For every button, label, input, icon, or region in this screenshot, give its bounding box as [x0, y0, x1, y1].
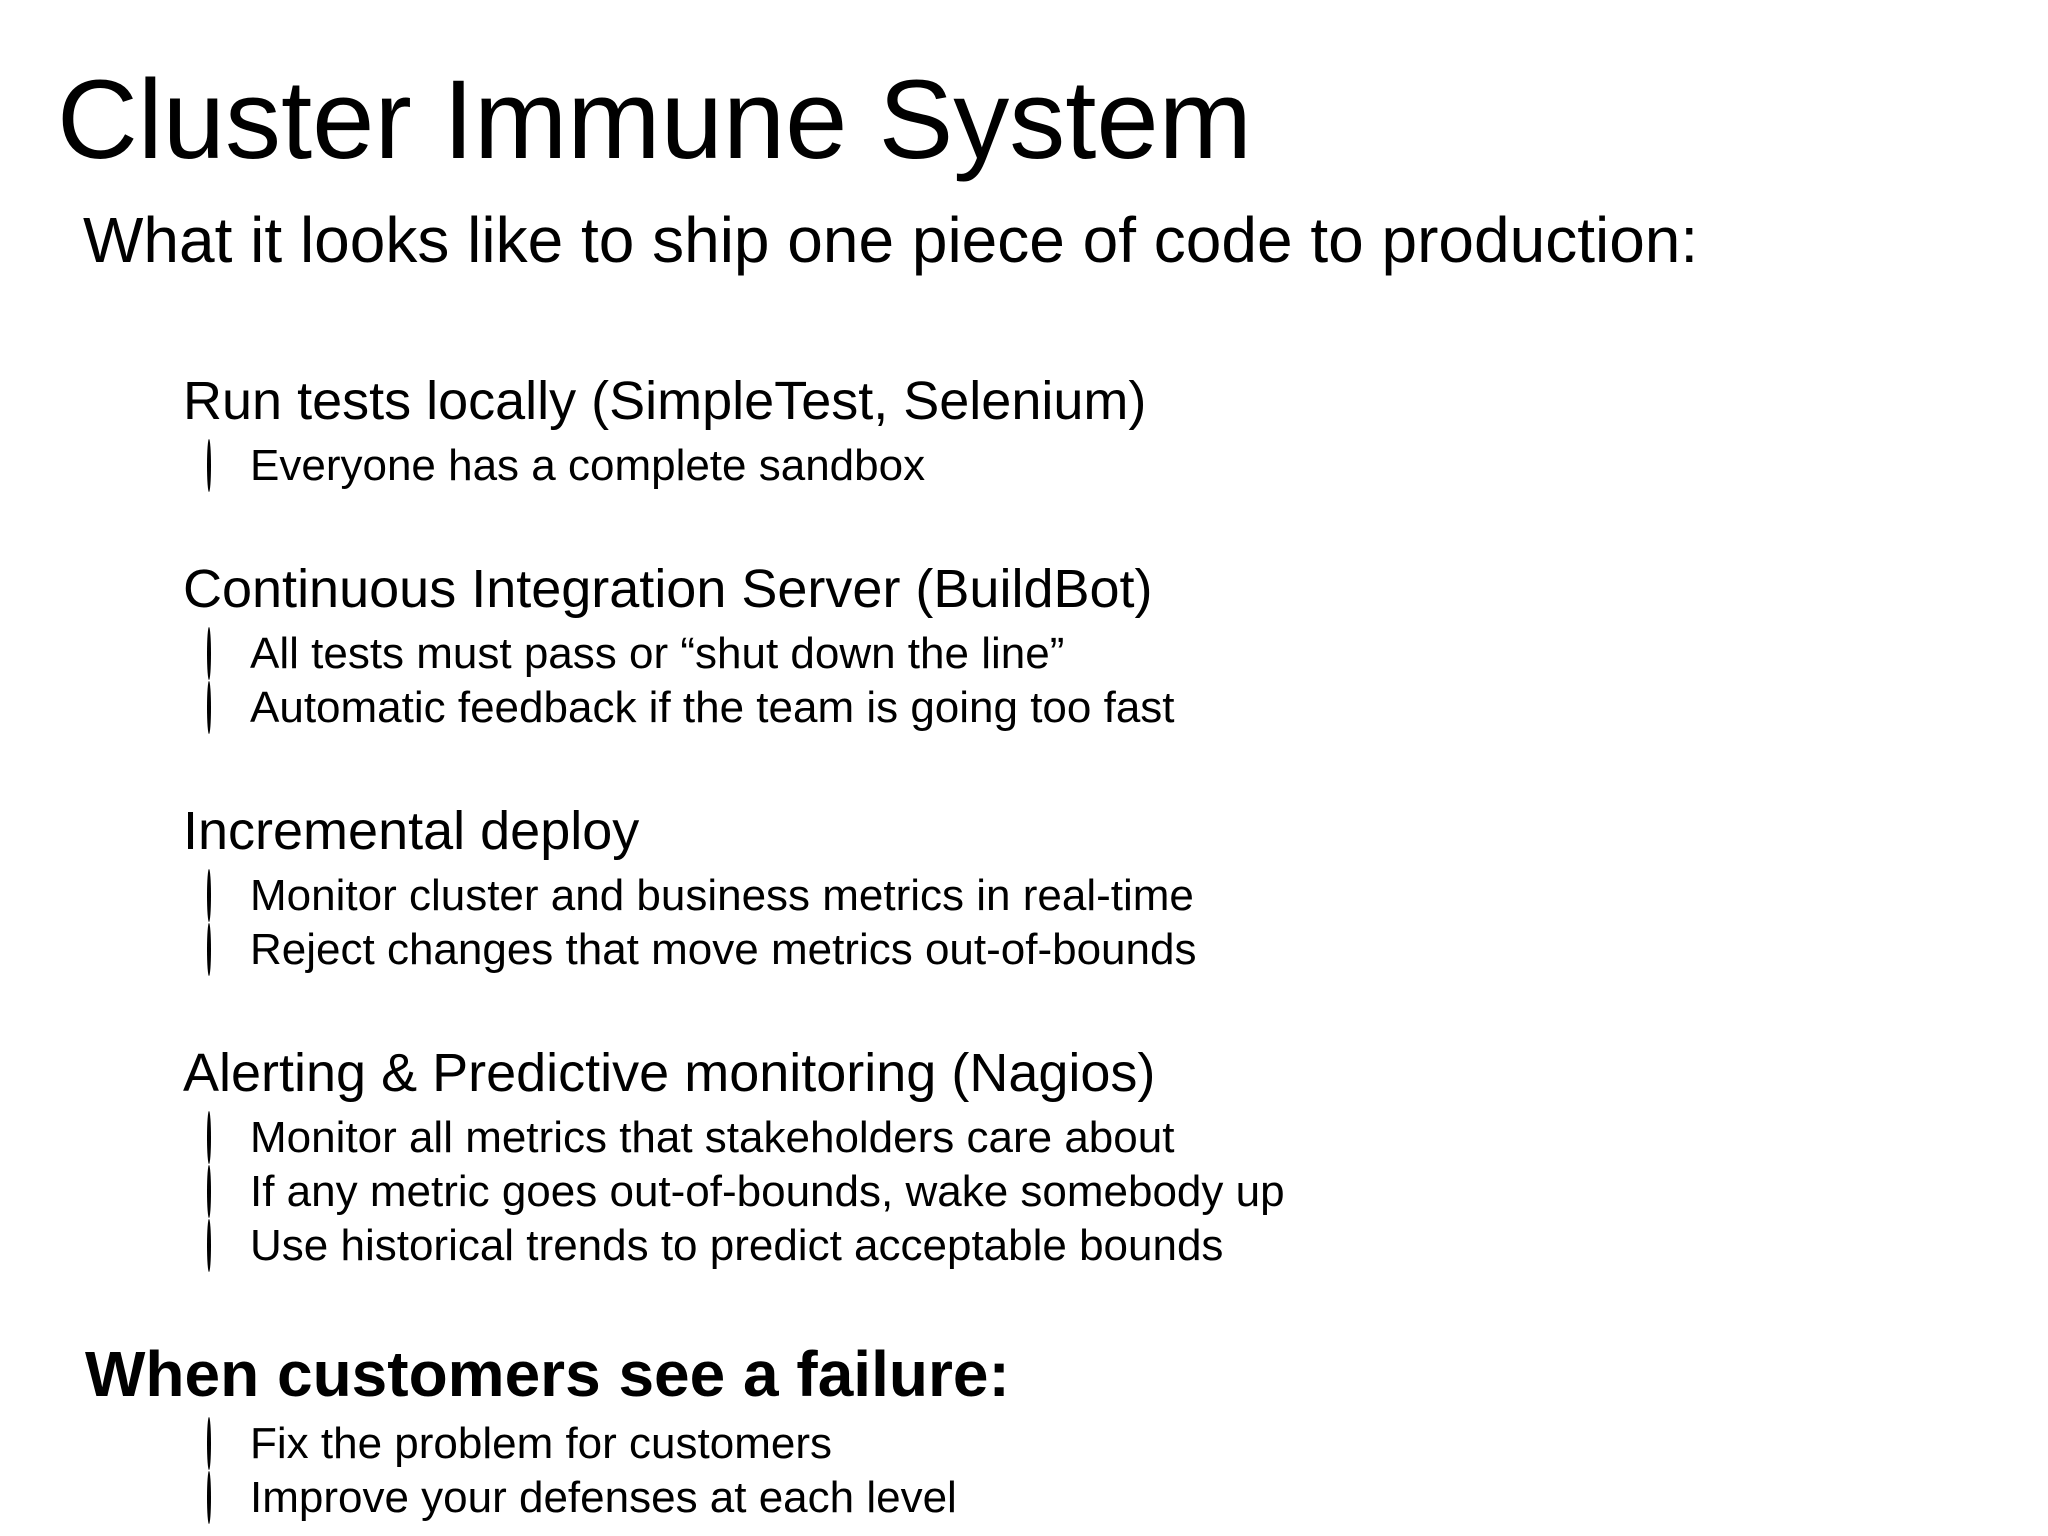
list-item-level2: All tests must pass or “shut down the li… — [0, 627, 2048, 681]
list-item-text: Run tests locally (SimpleTest, Selenium) — [183, 371, 1147, 431]
list-item-level1: Incremental deploy — [0, 799, 2048, 863]
circle-bullet-icon — [207, 1417, 250, 1471]
list-item-text: Monitor all metrics that stakeholders ca… — [250, 1113, 1175, 1162]
bullet-group-run-tests: Run tests locally (SimpleTest, Selenium)… — [0, 369, 2048, 493]
list-item-text: If any metric goes out-of-bounds, wake s… — [250, 1167, 1285, 1216]
circle-bullet-icon — [207, 923, 250, 977]
slide-subtitle: What it looks like to ship one piece of … — [83, 204, 1699, 276]
circle-bullet-icon — [207, 1111, 250, 1165]
list-item-level1: Run tests locally (SimpleTest, Selenium) — [0, 369, 2048, 433]
list-item-text: Alerting & Predictive monitoring (Nagios… — [183, 1043, 1156, 1103]
list-item-text: All tests must pass or “shut down the li… — [250, 629, 1065, 678]
list-item-level2: Automatic feedback if the team is going … — [0, 681, 2048, 735]
list-item-level1: Continuous Integration Server (BuildBot) — [0, 557, 2048, 621]
circle-bullet-icon — [207, 1165, 250, 1219]
footer-heading: When customers see a failure: — [85, 1338, 1010, 1410]
list-item-text: Everyone has a complete sandbox — [250, 441, 926, 490]
list-item-text: Fix the problem for customers — [250, 1419, 832, 1468]
circle-bullet-icon — [207, 1471, 250, 1525]
list-item-level2: Use historical trends to predict accepta… — [0, 1219, 2048, 1273]
slide-title: Cluster Immune System — [57, 57, 1252, 182]
bullet-group-alerting-monitoring: Alerting & Predictive monitoring (Nagios… — [0, 1041, 2048, 1273]
circle-bullet-icon — [207, 439, 250, 493]
list-item-text: Improve your defenses at each level — [250, 1473, 957, 1522]
bullet-group-ci-server: Continuous Integration Server (BuildBot)… — [0, 557, 2048, 735]
list-item-level2: Reject changes that move metrics out-of-… — [0, 923, 2048, 977]
list-item-level2: Everyone has a complete sandbox — [0, 439, 2048, 493]
list-item-text: Reject changes that move metrics out-of-… — [250, 925, 1197, 974]
footer-section: When customers see a failure: Fix the pr… — [0, 1337, 2048, 1525]
list-item-level2: Improve your defenses at each level — [0, 1471, 2048, 1525]
list-item-level2: Monitor cluster and business metrics in … — [0, 869, 2048, 923]
list-item-text: Use historical trends to predict accepta… — [250, 1221, 1224, 1270]
circle-bullet-icon — [207, 869, 250, 923]
circle-bullet-icon — [207, 681, 250, 735]
circle-bullet-icon — [207, 627, 250, 681]
list-item-text: Incremental deploy — [183, 801, 640, 861]
bullet-group-incremental-deploy: Incremental deploy Monitor cluster and b… — [0, 799, 2048, 977]
list-item-level2: Fix the problem for customers — [0, 1417, 2048, 1471]
circle-bullet-icon — [207, 1219, 250, 1273]
list-item-text: Automatic feedback if the team is going … — [250, 683, 1175, 732]
list-item-text: Continuous Integration Server (BuildBot) — [183, 559, 1153, 619]
list-item-level1: Alerting & Predictive monitoring (Nagios… — [0, 1041, 2048, 1105]
bullet-list: Run tests locally (SimpleTest, Selenium)… — [0, 369, 2048, 1525]
list-item-level2: Monitor all metrics that stakeholders ca… — [0, 1111, 2048, 1165]
list-item-level2: If any metric goes out-of-bounds, wake s… — [0, 1165, 2048, 1219]
list-item-text: Monitor cluster and business metrics in … — [250, 871, 1194, 920]
